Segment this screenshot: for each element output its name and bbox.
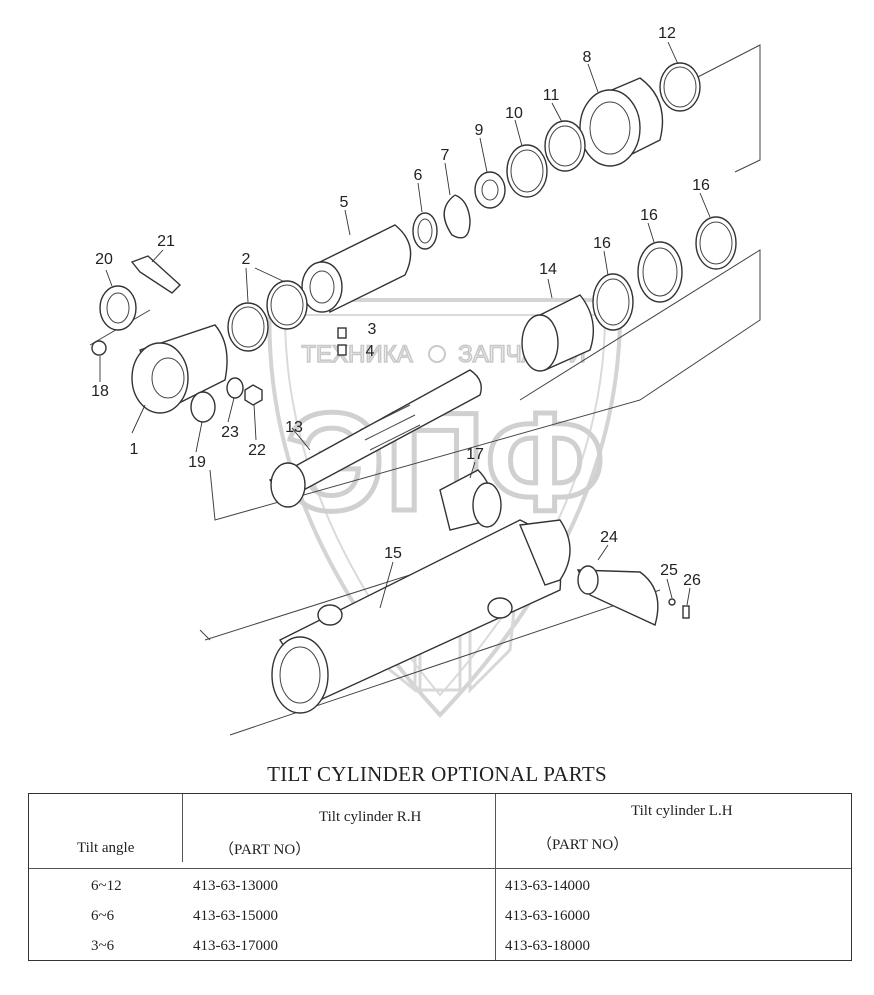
callout-10: 10 <box>505 105 523 122</box>
callout-23: 22 <box>248 442 266 459</box>
part-3-4-fittings <box>337 327 347 356</box>
callout-22: 21 <box>157 233 175 250</box>
part-22-bolt <box>130 255 182 294</box>
callout-2: 2 <box>242 251 251 268</box>
callout-7: 7 <box>441 147 450 164</box>
header-rh: Tilt cylinder R.H <box>319 809 422 825</box>
part-23-nut <box>244 384 263 406</box>
callout-27: 26 <box>683 572 701 589</box>
callout-21: 20 <box>95 251 113 268</box>
callout-16-upper: 16 <box>692 177 710 194</box>
part-9-ring <box>474 171 506 209</box>
part-26-27-screw <box>668 598 690 619</box>
header-lh: Tilt cylinder L.H <box>631 803 733 819</box>
part-19-nut <box>91 340 107 356</box>
part-10-ring <box>506 144 548 198</box>
callout-16-lower: 16 <box>593 235 611 252</box>
callout-5: 5 <box>340 194 349 211</box>
callout-20: 19 <box>188 454 206 471</box>
part-12-ring <box>659 62 701 112</box>
part-1-rod-eye <box>131 324 228 414</box>
table-divider <box>495 794 496 960</box>
callout-12: 12 <box>658 25 676 42</box>
header-rh-partno: （PART NO） <box>219 842 311 858</box>
part-7-snap-ring <box>443 194 471 239</box>
part-20-snap-ring <box>190 391 216 423</box>
part-18-bushing <box>439 469 502 531</box>
callout-17: 16 <box>640 207 658 224</box>
part-6-ring <box>412 212 438 250</box>
callout-1: 1 <box>130 441 139 458</box>
row-lh-part: 413-63-16000 <box>505 908 590 924</box>
leader-lines <box>99 41 711 609</box>
part-21-bushing <box>99 285 137 331</box>
callout-8: 8 <box>583 49 592 66</box>
exploded-parts-diagram: ЭПФ ТЕХНИКА ЗАПЧАСТИ <box>89 25 761 736</box>
callout-19: 18 <box>91 383 109 400</box>
part-8-gland <box>579 77 664 167</box>
callout-15: 15 <box>384 545 402 562</box>
part-16-rings <box>592 216 737 331</box>
row-angle: 6~6 <box>91 908 115 924</box>
header-lh-partno: （PART NO） <box>537 837 629 853</box>
callout-26: 25 <box>660 562 678 579</box>
row-rh-part: 413-63-17000 <box>193 938 278 954</box>
part-25-pin <box>576 565 659 626</box>
row-rh-part: 413-63-15000 <box>193 908 278 924</box>
part-11-ring <box>544 120 586 172</box>
part-5-bushing <box>301 224 412 314</box>
callout-24: 23 <box>221 424 239 441</box>
callout-labels: 12 8 11 10 9 7 6 5 2 3 4 21 20 18 1 19 2… <box>91 25 710 589</box>
row-lh-part: 413-63-14000 <box>505 878 590 894</box>
watermark-left-word: ТЕХНИКА <box>301 341 412 368</box>
row-rh-part: 413-63-13000 <box>193 878 278 894</box>
callout-13: 13 <box>285 419 303 436</box>
callout-9: 9 <box>475 122 484 139</box>
table-title: TILT CYLINDER OPTIONAL PARTS <box>267 762 607 786</box>
part-17-sleeve <box>637 241 683 303</box>
table-divider <box>182 794 183 862</box>
callout-18: 17 <box>466 446 484 463</box>
callout-14: 14 <box>539 261 557 278</box>
callout-3: 3 <box>368 321 377 338</box>
header-tilt-angle: Tilt angle <box>77 840 135 856</box>
part-24-washer <box>226 377 244 399</box>
table-header-rule <box>29 868 851 869</box>
optional-parts-table: Tilt angle Tilt cylinder R.H （PART NO） T… <box>28 793 852 961</box>
callout-25: 24 <box>600 529 618 546</box>
callout-11: 11 <box>543 87 560 104</box>
part-15-cylinder-tube <box>271 519 571 714</box>
watermark-gear-icon <box>428 345 446 363</box>
row-angle: 3~6 <box>91 938 115 954</box>
part-2-rings <box>227 280 308 352</box>
row-lh-part: 413-63-18000 <box>505 938 590 954</box>
callout-6: 6 <box>414 167 423 184</box>
row-angle: 6~12 <box>91 878 122 894</box>
part-14-piston <box>521 294 594 372</box>
callout-4: 4 <box>366 343 375 360</box>
part-13-piston-rod <box>268 369 482 508</box>
